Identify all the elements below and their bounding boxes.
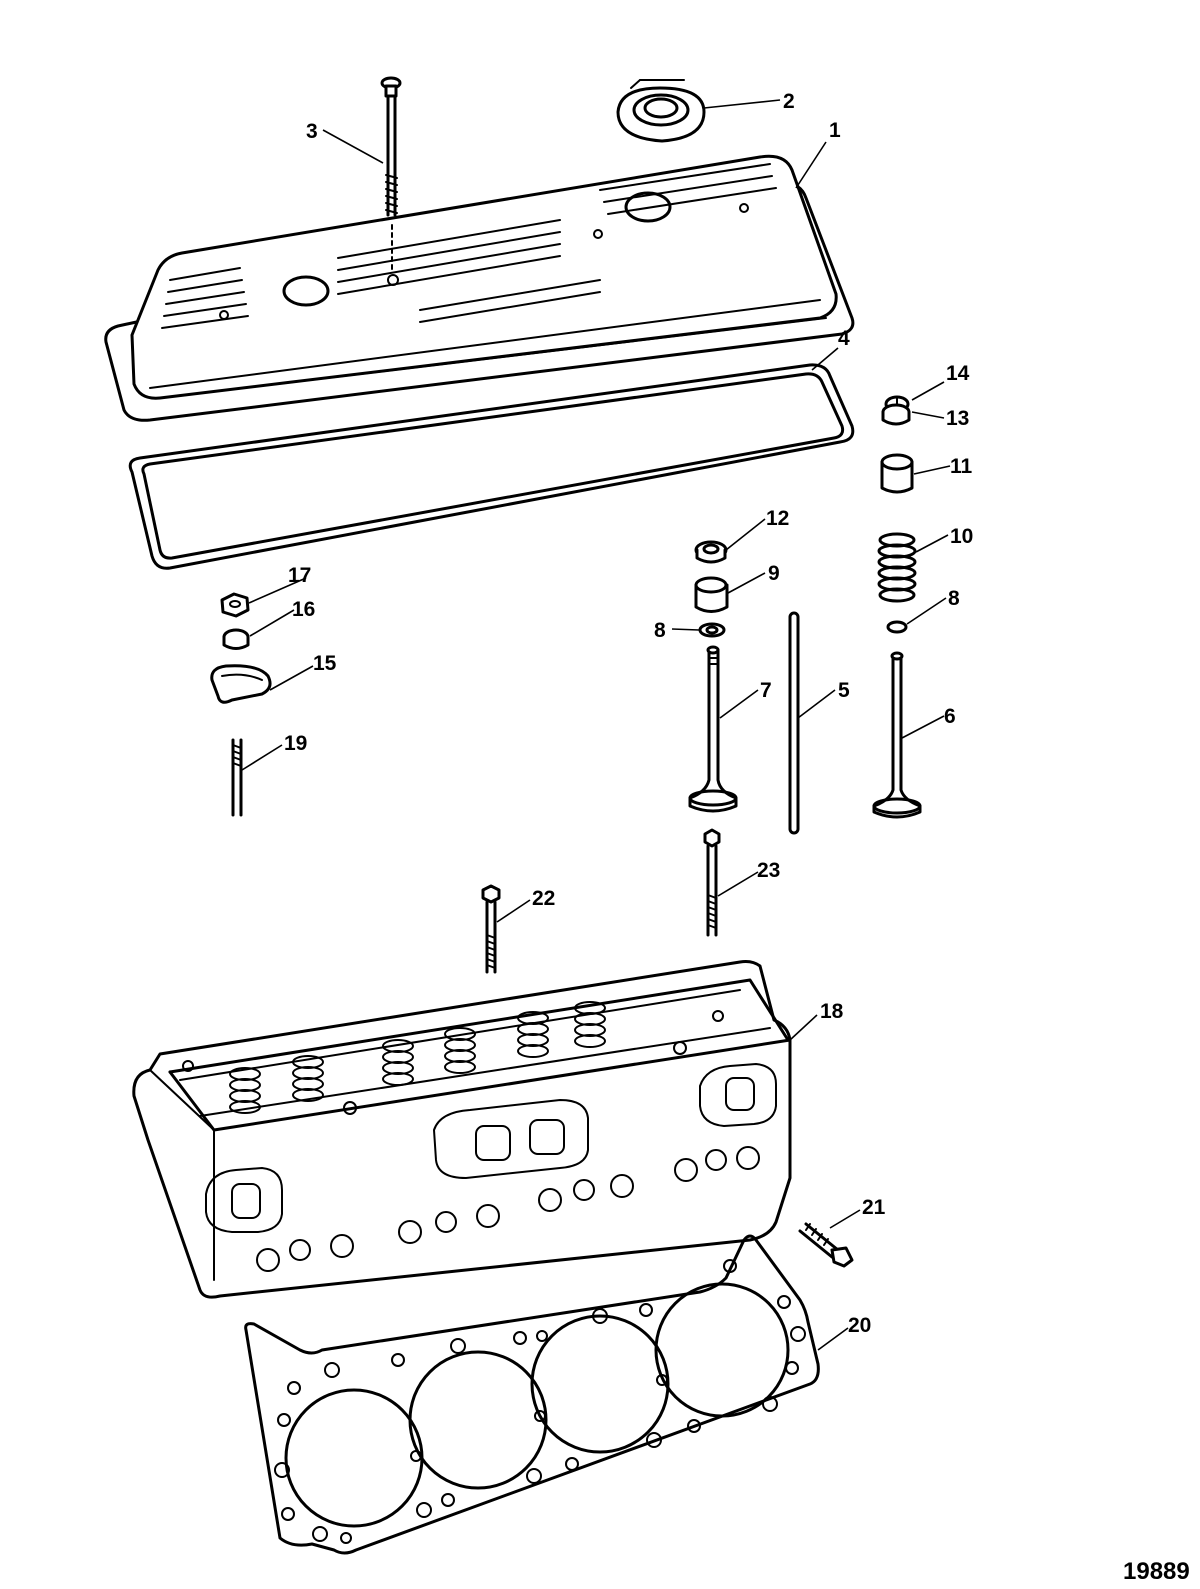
head-valve-spring <box>574 1001 606 1048</box>
cover-bolt-part-3 <box>380 76 402 217</box>
head-gasket-part-20 <box>244 1234 820 1555</box>
callout-2: 2 <box>783 90 795 113</box>
head-valve-spring <box>517 1011 549 1058</box>
callout-10: 10 <box>950 525 973 548</box>
valve-cover-part-1 <box>104 154 855 422</box>
callout-labels: 1 2 3 4 5 6 7 8 8 9 10 11 12 13 14 15 16… <box>284 90 1190 1585</box>
callout-21: 21 <box>862 1196 886 1219</box>
head-bolt-part-23 <box>703 828 721 937</box>
callout-8a: 8 <box>654 619 666 642</box>
callout-5: 5 <box>838 679 850 702</box>
spring-cap-part-12 <box>694 540 728 564</box>
pushrod-part-5 <box>788 611 800 835</box>
head-valve-spring <box>382 1039 414 1086</box>
callout-18: 18 <box>820 1000 844 1023</box>
leader-lines <box>241 99 951 1351</box>
callout-4: 4 <box>838 327 850 350</box>
washer-part-8-left <box>698 622 726 638</box>
oil-shield-part-11 <box>880 453 914 494</box>
callout-16: 16 <box>292 598 315 621</box>
intake-valve-part-7 <box>688 645 738 813</box>
head-valve-spring <box>444 1027 476 1074</box>
valve-spring-part-10 <box>877 532 917 603</box>
callout-3: 3 <box>306 120 318 143</box>
filler-cap-part-2 <box>616 79 706 143</box>
rocker-nut-part-17 <box>220 592 250 618</box>
callout-8b: 8 <box>948 587 960 610</box>
head-valve-spring <box>292 1055 324 1102</box>
callout-15: 15 <box>313 652 337 675</box>
callout-7: 7 <box>760 679 772 702</box>
callout-19: 19 <box>284 732 307 755</box>
rocker-stud-part-19 <box>231 738 243 817</box>
callout-9: 9 <box>768 562 780 585</box>
callout-20: 20 <box>848 1314 871 1337</box>
washer-part-8-right <box>886 620 908 634</box>
callout-12: 12 <box>766 507 789 530</box>
cylinder-head-part-18 <box>132 960 792 1299</box>
rocker-arm-part-15 <box>210 664 272 704</box>
callout-13: 13 <box>946 407 969 430</box>
exhaust-valve-part-6 <box>872 651 922 819</box>
callout-1: 1 <box>829 119 841 142</box>
figure-number: 19889 <box>1123 1558 1190 1585</box>
head-bolt-part-22 <box>481 884 501 974</box>
callout-23: 23 <box>757 859 780 882</box>
cover-gasket-part-4 <box>128 363 855 570</box>
callout-11: 11 <box>950 455 973 478</box>
oil-shield-part-9 <box>694 576 729 613</box>
callout-22: 22 <box>532 887 555 910</box>
callout-6: 6 <box>944 705 956 728</box>
callout-14: 14 <box>946 362 970 385</box>
spring-cap-part-13 <box>881 403 911 426</box>
rocker-ball-part-16 <box>222 628 250 650</box>
bolt-part-21 <box>798 1222 854 1268</box>
callout-17: 17 <box>288 564 311 587</box>
head-valve-spring <box>229 1067 261 1114</box>
